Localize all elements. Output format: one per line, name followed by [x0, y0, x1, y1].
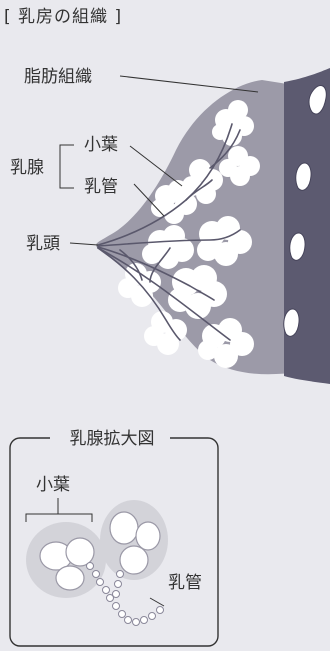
inset-duct [86, 562, 164, 626]
inset-acini [39, 511, 161, 591]
lobule-cluster [219, 146, 260, 186]
inset-title-bg [50, 426, 170, 450]
lobule-cluster [197, 216, 252, 266]
diagram-title: [ 乳房の組織 ] [4, 7, 122, 27]
inset-enlarged-gland: 乳腺拡大図 小葉 乳管 [9, 426, 219, 647]
inset-label-duct: 乳管 [168, 573, 202, 593]
inset-duct-leader [149, 597, 165, 607]
label-mammary-gland: 乳腺 [10, 158, 44, 178]
label-fat-tissue: 脂肪組織 [24, 67, 92, 87]
inset-title: 乳腺拡大図 [70, 429, 155, 449]
lobule-cluster [168, 265, 227, 319]
lobule-cluster [151, 180, 197, 224]
inset-label-lobule: 小葉 [36, 475, 70, 495]
label-nipple: 乳頭 [26, 234, 60, 254]
leader-lines [59, 75, 259, 246]
lobule-cluster [144, 311, 187, 355]
chest-wall [284, 68, 330, 384]
inset-lobule-bracket [25, 513, 93, 522]
label-lobule: 小葉 [84, 135, 118, 155]
ducts [97, 123, 241, 341]
breast-cross-section [96, 68, 330, 384]
ribs [283, 84, 327, 337]
label-duct: 乳管 [84, 177, 118, 197]
breast-body [96, 80, 300, 375]
